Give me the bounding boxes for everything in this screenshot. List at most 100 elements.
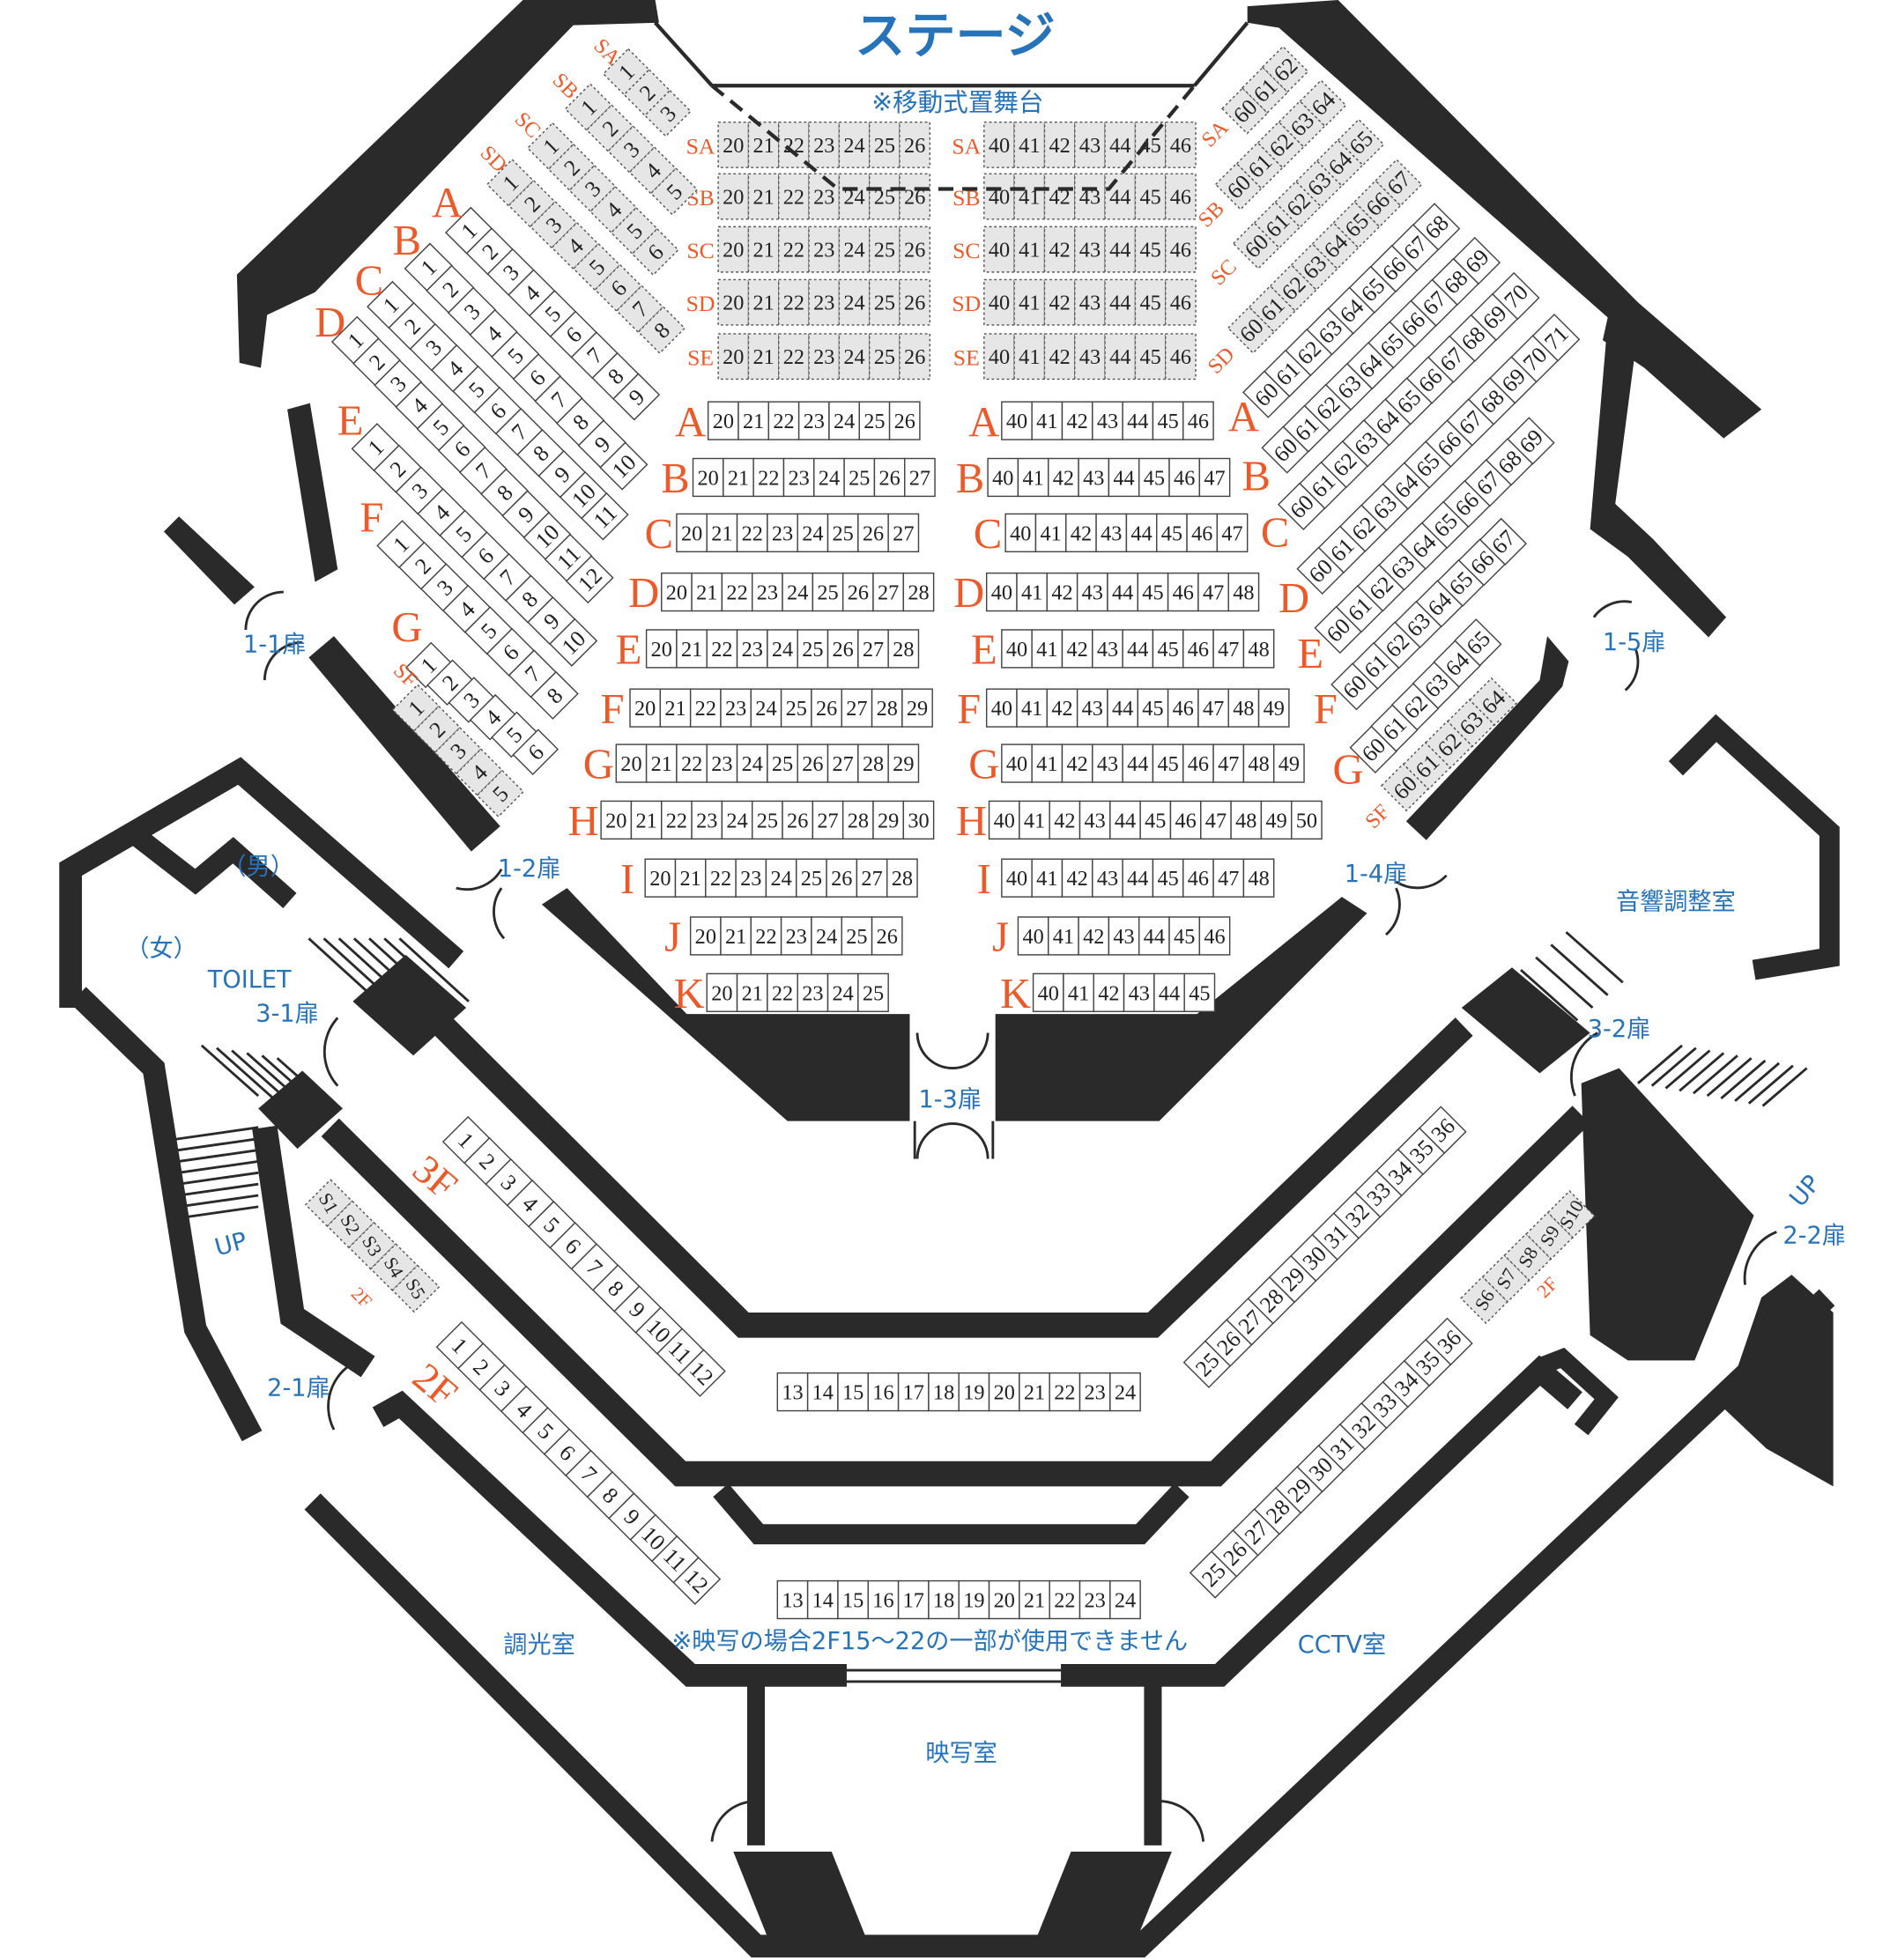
seat[interactable]: 48 — [1242, 858, 1275, 898]
seat[interactable]: 47 — [1197, 688, 1229, 728]
seat[interactable]: 41 — [1034, 513, 1067, 553]
seat[interactable]: 42 — [1065, 513, 1097, 553]
seat[interactable]: 49 — [1260, 800, 1293, 840]
seat[interactable]: 41 — [1048, 916, 1079, 956]
seat[interactable]: 50 — [1291, 800, 1323, 840]
seat[interactable]: 45 — [1152, 629, 1184, 669]
seat[interactable]: 44 — [1138, 916, 1170, 956]
seat[interactable]: 20 — [707, 401, 739, 440]
seat[interactable]: 27 — [904, 457, 936, 498]
seat[interactable]: 43 — [1074, 173, 1106, 220]
seat[interactable]: 45 — [1156, 513, 1188, 553]
seat[interactable]: 25 — [858, 401, 891, 440]
seat[interactable]: 44 — [1104, 173, 1137, 220]
seat[interactable]: 43 — [1074, 121, 1106, 168]
seat[interactable]: 6 — [631, 227, 679, 277]
seat[interactable]: 17 — [897, 1372, 930, 1412]
seat[interactable]: 46 — [1186, 513, 1219, 553]
seat[interactable]: 42 — [1046, 572, 1078, 612]
seat[interactable]: 40 — [1001, 629, 1033, 669]
seat[interactable]: 44 — [1104, 333, 1137, 381]
seat[interactable]: 7 — [534, 375, 583, 425]
seat[interactable]: 21 — [1019, 1372, 1050, 1412]
seat[interactable]: 18 — [928, 1372, 960, 1412]
seat[interactable]: 41 — [1063, 973, 1094, 1012]
seat[interactable]: 23 — [797, 401, 830, 440]
seat[interactable]: 40 — [1032, 973, 1064, 1012]
seat[interactable]: 40 — [988, 800, 1020, 840]
seat[interactable]: 20 — [661, 572, 693, 612]
seat[interactable]: 1 — [444, 206, 493, 255]
seat[interactable]: 40 — [1001, 401, 1033, 440]
seat[interactable]: 44 — [1104, 226, 1137, 273]
seat[interactable]: 2 — [398, 541, 448, 590]
seat[interactable]: 49 — [1273, 743, 1305, 783]
seat[interactable]: 69 — [1470, 292, 1519, 342]
seat[interactable]: 3 — [448, 677, 495, 723]
seat[interactable]: 2 — [388, 301, 436, 351]
seat[interactable]: 46 — [1165, 121, 1197, 168]
seat[interactable]: 23 — [808, 173, 841, 220]
seat[interactable]: 5 — [463, 606, 513, 655]
seat[interactable]: 1 — [330, 315, 380, 365]
seat[interactable]: S7 — [1481, 1254, 1531, 1303]
seat[interactable]: 64 — [1311, 221, 1360, 270]
seat[interactable]: 46 — [1182, 743, 1214, 783]
seat[interactable]: 22 — [752, 457, 785, 498]
seat[interactable]: 2 — [463, 1136, 512, 1186]
seat[interactable]: 24 — [838, 121, 871, 168]
seat[interactable]: 44 — [1104, 278, 1137, 326]
seat[interactable]: 4 — [417, 487, 466, 537]
seat[interactable]: 45 — [1152, 401, 1184, 440]
seat[interactable]: 45 — [1137, 688, 1169, 728]
seat[interactable]: 21 — [747, 121, 780, 168]
seat[interactable]: 25 — [857, 973, 889, 1012]
seat[interactable]: 25 — [868, 173, 901, 220]
seat[interactable]: 48 — [1227, 572, 1260, 612]
seat[interactable]: 7 — [494, 407, 544, 456]
seat[interactable]: 1 — [376, 520, 426, 569]
seat[interactable]: 42 — [1043, 226, 1076, 273]
seat[interactable]: 4 — [628, 146, 677, 195]
seat[interactable]: 21 — [674, 858, 707, 898]
seat[interactable]: 5 — [529, 290, 577, 338]
seat[interactable]: 22 — [721, 572, 753, 612]
seat[interactable]: 20 — [706, 973, 738, 1012]
seat[interactable]: 22 — [736, 513, 768, 553]
seat[interactable]: 28 — [902, 572, 935, 612]
seat[interactable]: 1 — [351, 423, 400, 472]
seat[interactable]: 22 — [778, 333, 810, 381]
seat[interactable]: 46 — [1182, 401, 1214, 440]
seat[interactable]: 46 — [1182, 858, 1214, 898]
seat[interactable]: 27 — [812, 800, 844, 840]
seat[interactable]: 21 — [645, 743, 678, 783]
seat[interactable]: 20 — [717, 278, 750, 326]
seat[interactable]: 22 — [767, 401, 800, 440]
seat[interactable]: 25 — [780, 688, 812, 728]
seat[interactable]: 45 — [1152, 858, 1184, 898]
seat[interactable]: 24 — [838, 173, 871, 220]
seat[interactable]: 43 — [1074, 226, 1106, 273]
seat[interactable]: 27 — [887, 513, 920, 553]
seat[interactable]: 24 — [750, 688, 782, 728]
seat[interactable]: 23 — [752, 572, 783, 612]
seat[interactable]: 21 — [720, 916, 752, 956]
seat[interactable]: 49 — [1257, 688, 1290, 728]
seat[interactable]: 3 — [643, 89, 692, 137]
seat[interactable]: 42 — [1043, 333, 1076, 381]
seat[interactable]: 20 — [676, 513, 708, 553]
seat[interactable]: 6 — [512, 353, 561, 403]
seat[interactable]: 40 — [983, 333, 1015, 381]
seat[interactable]: 44 — [1125, 513, 1158, 553]
seat[interactable]: 25 — [868, 226, 901, 273]
seat[interactable]: 5 — [649, 167, 699, 216]
seat[interactable]: 30 — [902, 800, 935, 840]
seat[interactable]: 23 — [691, 800, 723, 840]
seat[interactable]: 47 — [1198, 457, 1231, 498]
seat[interactable]: 4 — [395, 381, 444, 430]
seat[interactable]: 9 — [612, 373, 661, 421]
seat[interactable]: 46 — [1165, 333, 1197, 381]
seat[interactable]: 5 — [476, 769, 524, 818]
seat[interactable]: 29 — [901, 688, 933, 728]
seat[interactable]: 20 — [629, 688, 662, 728]
